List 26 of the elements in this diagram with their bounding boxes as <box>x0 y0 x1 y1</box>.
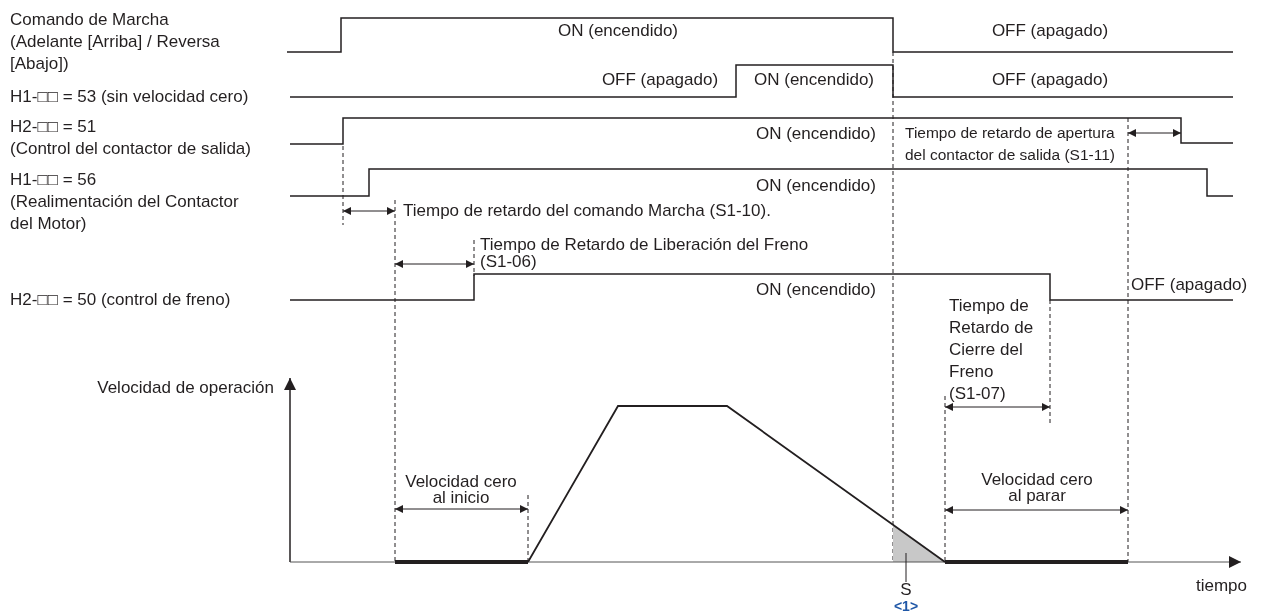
state-label: OFF (apagado) <box>991 20 1109 42</box>
leader-text: S <box>900 581 912 598</box>
state-label: OFF (apagado) <box>601 69 719 91</box>
timing-label: Tiempo de retardo de apertura del contactor de salida (S1-11) <box>905 123 1115 165</box>
axis-label: tiempo <box>1196 575 1248 597</box>
signal-name: H2-□□ = 51 (Control del contactor de salida) <box>10 116 251 160</box>
signal-name: H1-□□ = 56 (Realimentación del Contactor del Motor) <box>10 169 239 235</box>
timing-label: Tiempo de Retardo de Liberación del Freno (S1-06) <box>480 236 809 270</box>
timing-label: Velocidad cero al parar <box>981 472 1093 504</box>
leader-line <box>905 552 907 583</box>
state-label: ON (encendido) <box>756 123 876 145</box>
state-label: ON (encendido) <box>756 279 876 301</box>
state-label: ON (encendido) <box>558 20 678 42</box>
footnote-reference: <1> <box>893 599 919 613</box>
signal-name: H1-□□ = 53 (sin velocidad cero) <box>10 86 249 108</box>
timing-label: Tiempo de Retardo de Cierre del Freno (S1-07) <box>949 295 1034 405</box>
state-label: ON (encendido) <box>756 175 876 197</box>
signal-name: Comando de Marcha (Adelante [Arriba] / Reversa [Abajo]) <box>10 9 220 75</box>
timing-label: Tiempo de retardo del comando Marcha (S1-10). <box>403 200 771 222</box>
state-label: OFF (apagado) <box>991 69 1109 91</box>
state-label: ON (encendido) <box>754 69 874 91</box>
axis-label: Velocidad de operación <box>97 377 274 399</box>
signal-name: H2-□□ = 50 (control de freno) <box>10 289 231 311</box>
timing-label: Velocidad cero al inicio <box>405 474 517 506</box>
shaded-area <box>893 525 945 562</box>
state-label: OFF (apagado) <box>1131 274 1248 296</box>
